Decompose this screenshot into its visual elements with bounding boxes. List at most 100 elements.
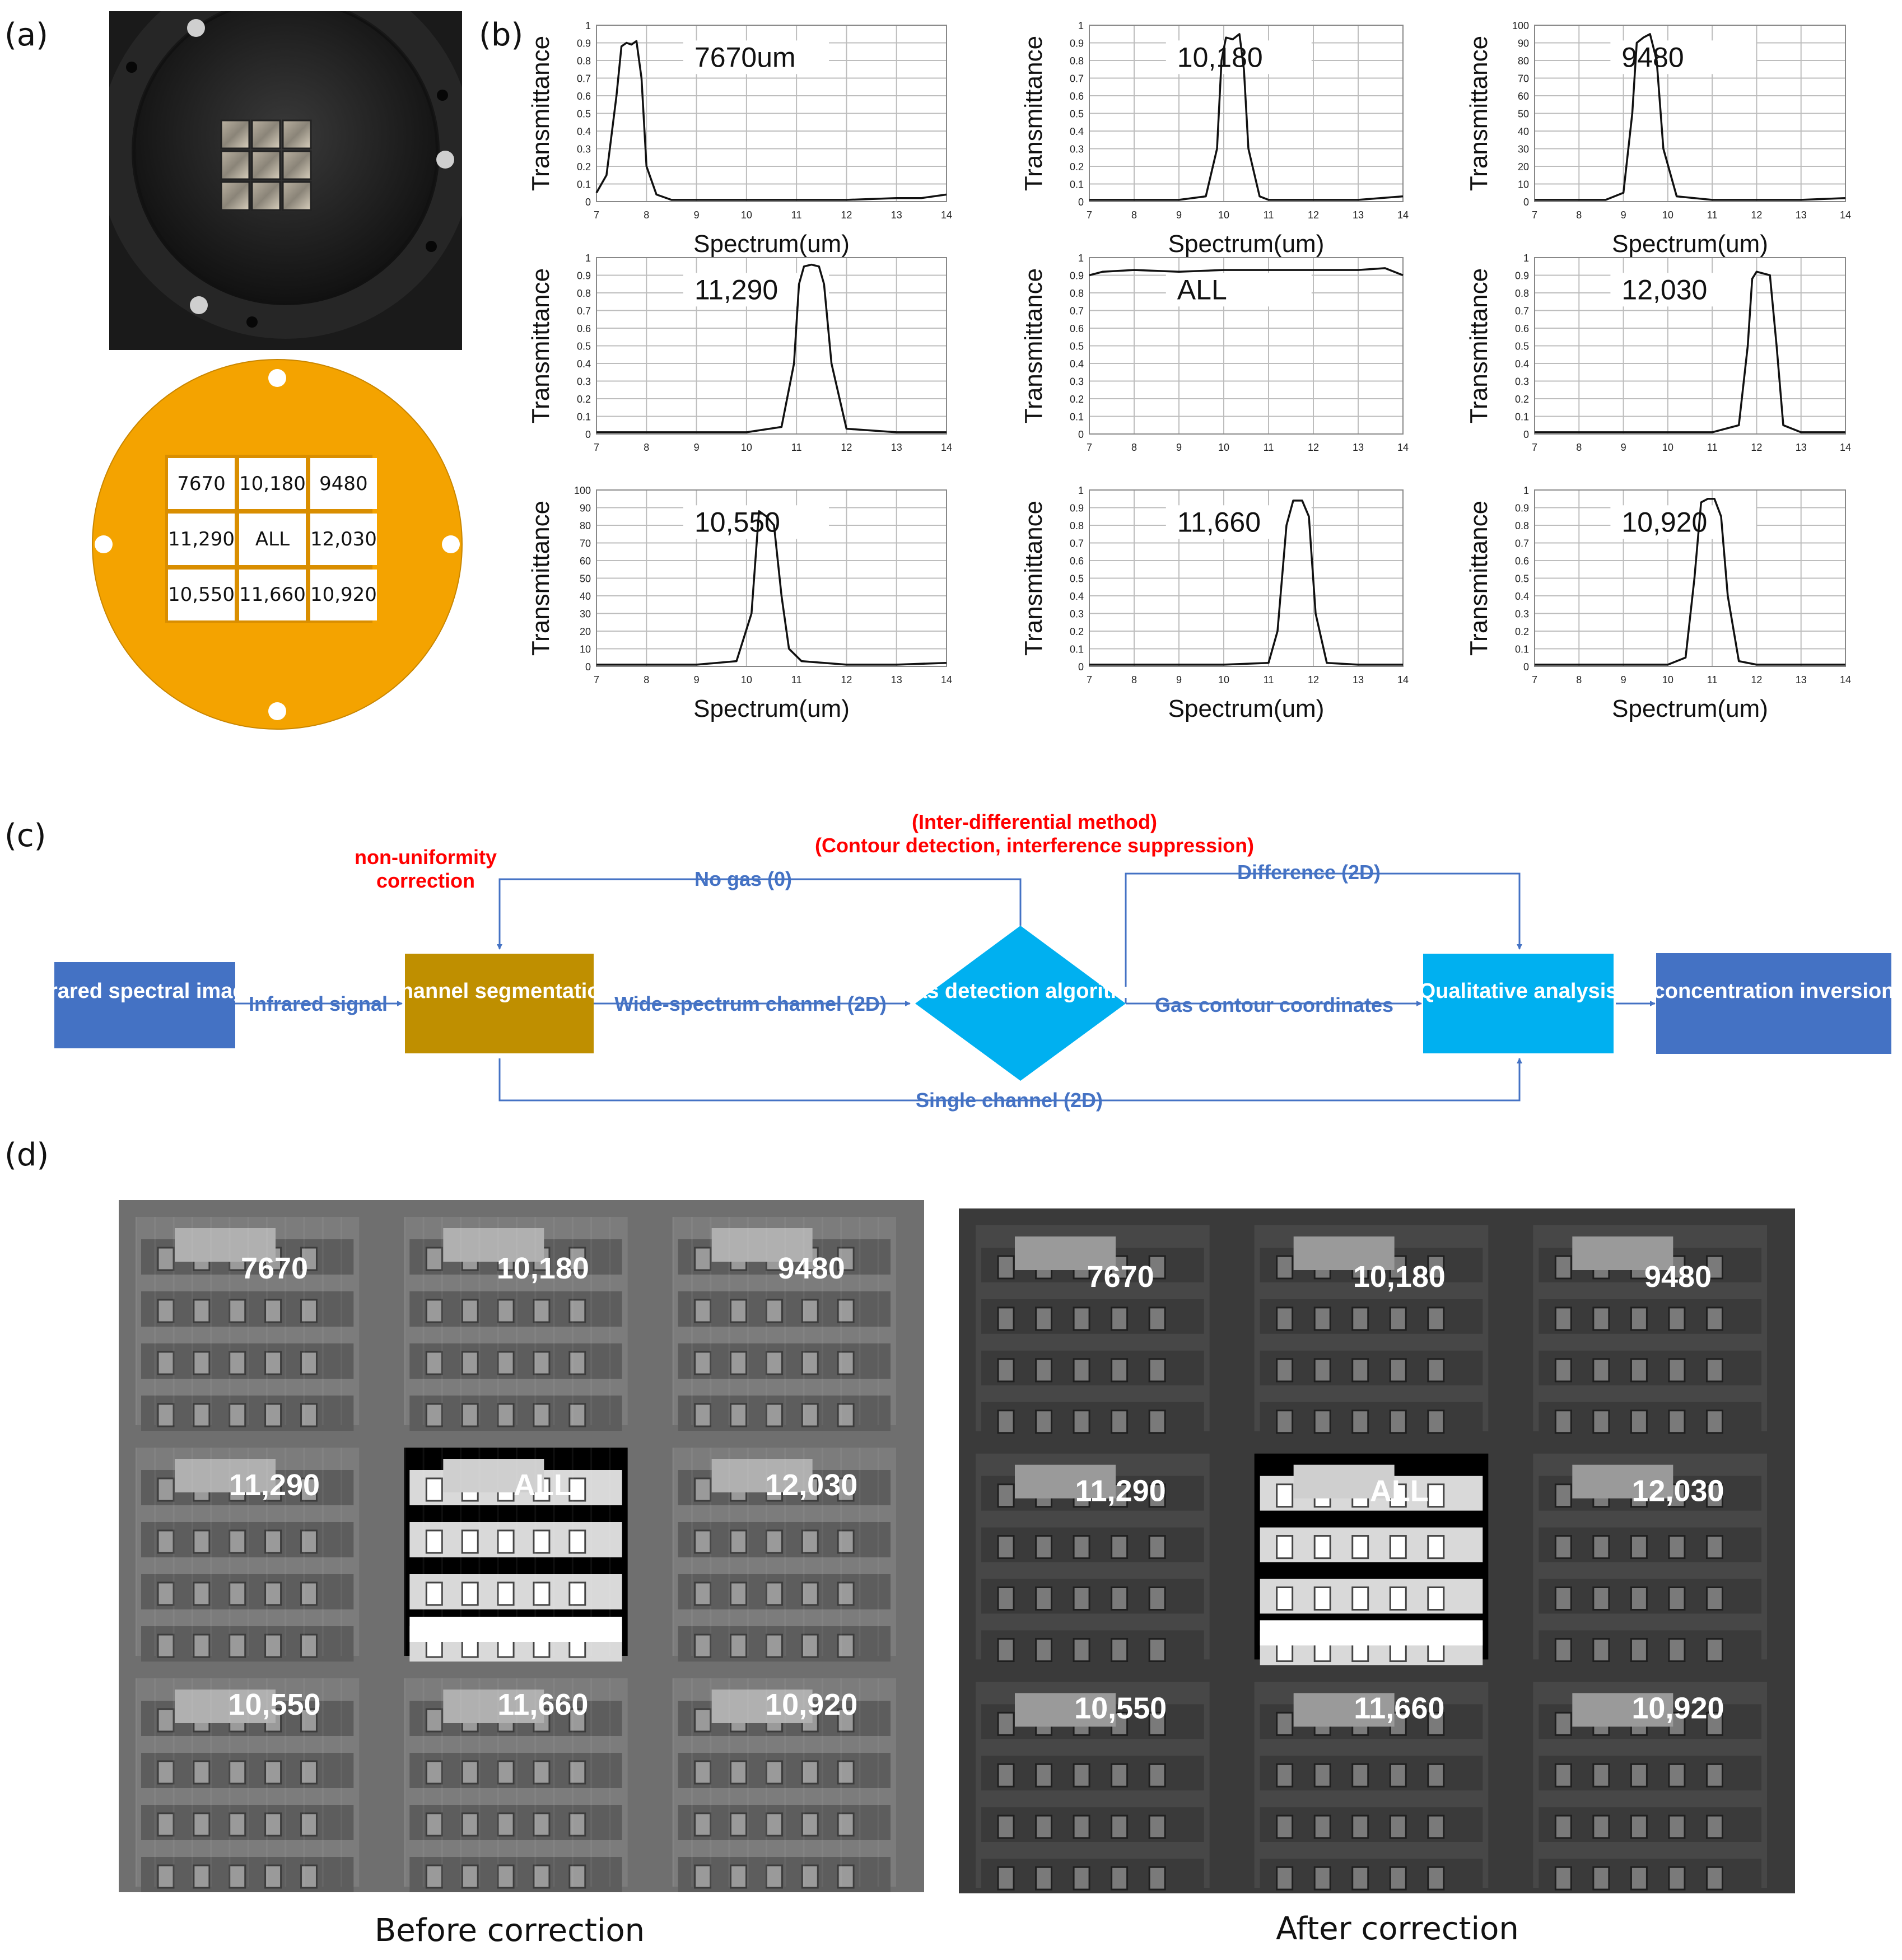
y-tick-label: 0 [585,429,591,440]
y-tick-label: 70 [1518,73,1529,85]
y-tick-label: 1 [585,20,591,31]
y-tick-label: 0.7 [577,306,591,317]
node-gas-detection-label: Gas detection algorithm [899,979,1143,1003]
y-tick-label: 0.2 [577,394,591,405]
y-tick-label: 0.9 [1515,503,1529,514]
mount-hole-icon [95,535,113,553]
chart-title-bg [1610,273,1756,307]
channel-label: ALL [514,1468,572,1502]
x-tick-label: 11 [1707,209,1718,221]
y-tick-label: 0.2 [1070,394,1084,405]
transmittance-curve [1089,267,1404,277]
x-tick-label: 14 [941,209,952,221]
y-tick-label: 1 [1078,253,1084,264]
channel-label: 10,180 [1353,1260,1446,1294]
x-tick-label: 11 [791,442,802,453]
x-tick-label: 12 [841,674,852,685]
channel-label: 11,660 [1354,1691,1444,1725]
y-tick-label: 0.6 [1070,323,1084,334]
thermal-tile [404,1217,628,1431]
panel-label-b: (b) [479,17,524,53]
x-tick-label: 12 [1308,674,1319,685]
chart-title: 10,550 [694,506,780,538]
x-tick-label: 9 [694,209,700,221]
plot-frame [1089,25,1404,202]
x-tick-label: 8 [1131,674,1137,685]
screw-icon [436,151,454,169]
x-tick-label: 7 [1532,674,1537,685]
y-tick-label: 0.3 [1070,376,1084,388]
filter-cell-label: 10,550 [168,569,235,620]
y-tick-label: 20 [1518,161,1529,172]
x-tick-label: 11 [791,209,802,221]
x-tick-label: 9 [694,442,700,453]
x-tick-label: 14 [941,442,952,453]
y-tick-label: 1 [1523,485,1529,496]
y-tick-label: 0 [1523,661,1529,673]
transmittance-curve [1535,498,1845,666]
y-tick-label: 0.4 [577,126,591,137]
node-imager [54,962,235,1048]
y-tick-label: 0.8 [577,55,591,67]
y-tick-label: 50 [580,573,591,585]
panel-label-d: (d) [4,1137,49,1173]
y-tick-label: 0 [1078,661,1084,673]
x-tick-label: 9 [1176,209,1182,221]
x-tick-label: 9 [1176,442,1182,453]
thermal-tile [1533,1682,1767,1893]
x-axis-label: Spectrum(um) [1168,695,1325,722]
x-tick-label: 8 [644,209,649,221]
y-tick-label: 0.3 [577,144,591,155]
y-tick-label: 0.1 [1515,412,1529,423]
y-tick-label: 0.9 [577,38,591,49]
channel-label: 10,920 [1631,1691,1724,1725]
y-tick-label: 0.1 [1070,644,1084,655]
chart-title-bg [1166,40,1312,74]
x-tick-label: 10 [1662,442,1673,453]
x-tick-label: 12 [841,442,852,453]
x-tick-label: 7 [1087,209,1092,221]
y-tick-label: 0 [1523,197,1529,208]
y-axis-label: Transmittance [1020,36,1047,191]
y-tick-label: 0 [585,661,591,673]
y-tick-label: 0.8 [1515,520,1529,531]
x-tick-label: 12 [1751,674,1762,685]
y-tick-label: 0.9 [1070,503,1084,514]
y-tick-label: 1 [1078,485,1084,496]
y-tick-label: 90 [1518,38,1529,49]
thermal-tile [672,1217,896,1431]
thermal-tile [976,1453,1210,1665]
channel-label: ALL [1370,1474,1429,1508]
filter-cell-label: 11,290 [168,514,235,565]
channel-label: 10,550 [228,1688,320,1721]
y-tick-label: 40 [1518,126,1529,137]
y-tick-label: 1 [585,253,591,264]
y-tick-label: 0.8 [1070,520,1084,531]
thermal-tile [136,1217,360,1431]
x-tick-label: 13 [891,674,902,685]
node-inversion [1656,953,1891,1054]
x-tick-label: 11 [791,674,802,685]
x-tick-label: 13 [891,442,902,453]
chart-title: 11,290 [694,274,778,305]
x-tick-label: 12 [1308,442,1319,453]
before-caption: Before correction [374,1912,645,1949]
x-tick-label: 10 [741,674,752,685]
chart-title-bg [683,505,829,539]
y-tick-label: 60 [1518,91,1529,102]
x-tick-label: 8 [1131,209,1137,221]
plot-frame [1534,25,1846,202]
y-tick-label: 0.4 [577,358,591,370]
y-tick-label: 0.7 [1515,538,1529,549]
y-tick-label: 0.6 [577,91,591,102]
y-tick-label: 0.9 [1070,38,1084,49]
y-tick-label: 0.3 [1070,144,1084,155]
x-tick-label: 10 [1218,674,1229,685]
thermal-tile [136,1678,360,1892]
x-tick-label: 9 [1621,674,1626,685]
node-segmentation [405,954,594,1053]
